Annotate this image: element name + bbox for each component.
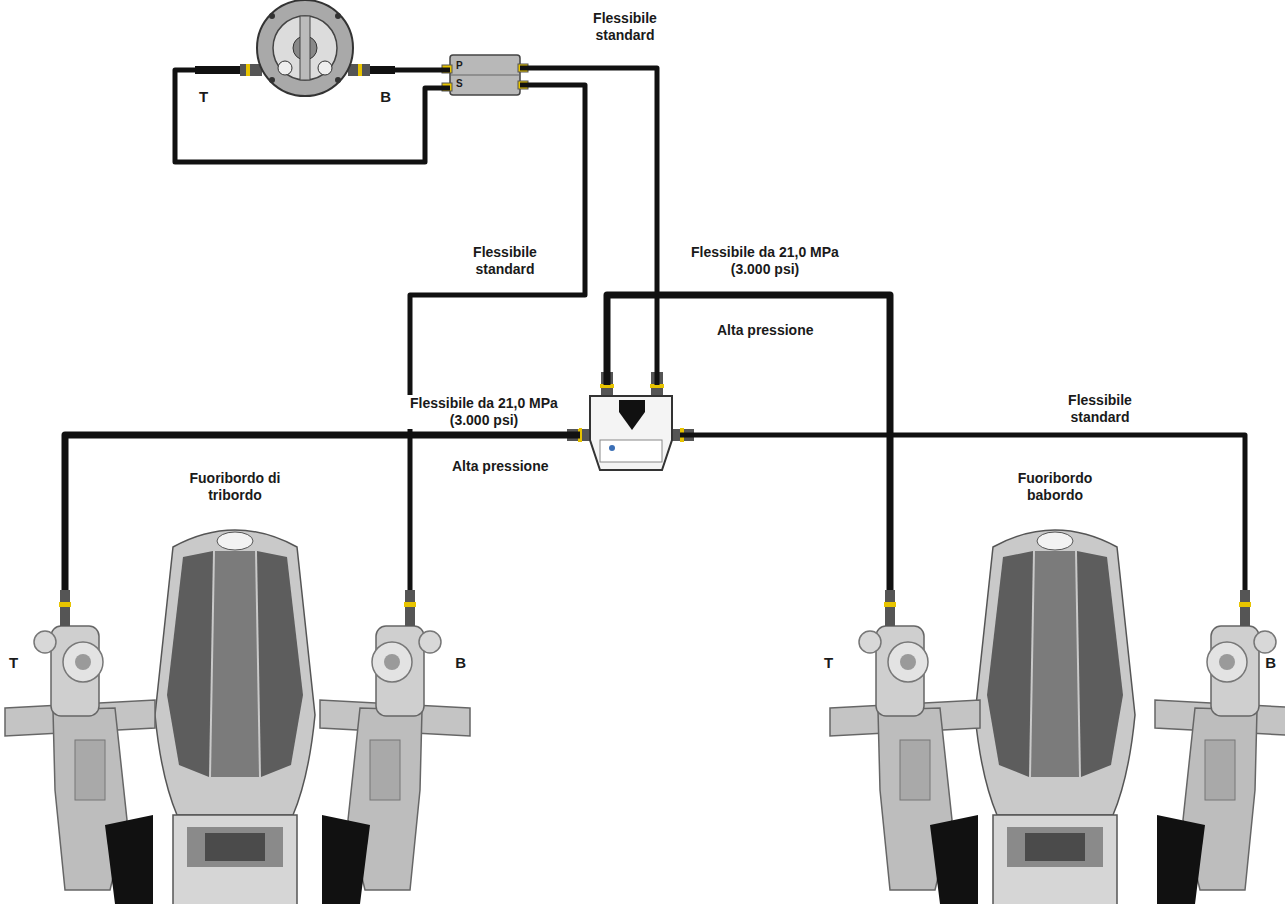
valve-manifold [580,385,680,475]
hose-label: Flessibile da 21,0 MPa (3.000 psi) [670,244,860,278]
splitter-block [442,55,528,95]
splitter-block: SP [450,55,520,95]
helm-pump [195,0,395,96]
node-label: P [456,60,520,72]
node-label: T [824,654,956,671]
node-label: B [344,654,466,671]
hydraulic-hose [175,70,450,162]
hose-label: Flessibile standard [1052,392,1148,426]
hydraulic-hose [520,68,657,385]
pressure-note: Alta pressione [449,458,551,475]
starboard-outboard [155,530,315,904]
hose-label: Flessibile da 21,0 MPa (3.000 psi) [389,395,579,429]
port-outboard [975,530,1135,904]
node-label: S [456,78,520,90]
steering-cylinder [830,590,980,904]
hydraulic-hose [395,68,450,73]
helm-pump: TB [195,0,395,108]
steering-cylinder: B [340,590,470,890]
steering-cylinder: T [820,590,960,890]
valve-manifold [567,372,694,470]
node-label: B [1149,654,1276,671]
hydraulic-hose [410,85,585,590]
steering-cylinder [320,590,470,904]
hydraulic-hose [607,295,890,590]
steering-cylinder: T [5,590,145,890]
outboard-engine: Fuoribordo babordo [970,470,1140,904]
node-label: Fuoribordo babordo [1000,470,1110,504]
node-label: Fuoribordo di tribordo [180,470,290,504]
hose-label: Flessibile standard [457,244,553,278]
hose-label: Flessibile standard [577,10,673,44]
steering-cylinder: B [1145,590,1280,890]
hydraulic-hose [680,435,1245,590]
node-label: T [9,654,141,671]
pressure-note: Alta pressione [714,322,816,339]
hydraulic-hose [65,435,580,590]
node-label: T [199,88,208,105]
steering-cylinder [1155,590,1285,904]
outboard-engine: Fuoribordo di tribordo [150,470,320,904]
steering-cylinder [5,590,155,904]
node-label: B [380,88,391,105]
